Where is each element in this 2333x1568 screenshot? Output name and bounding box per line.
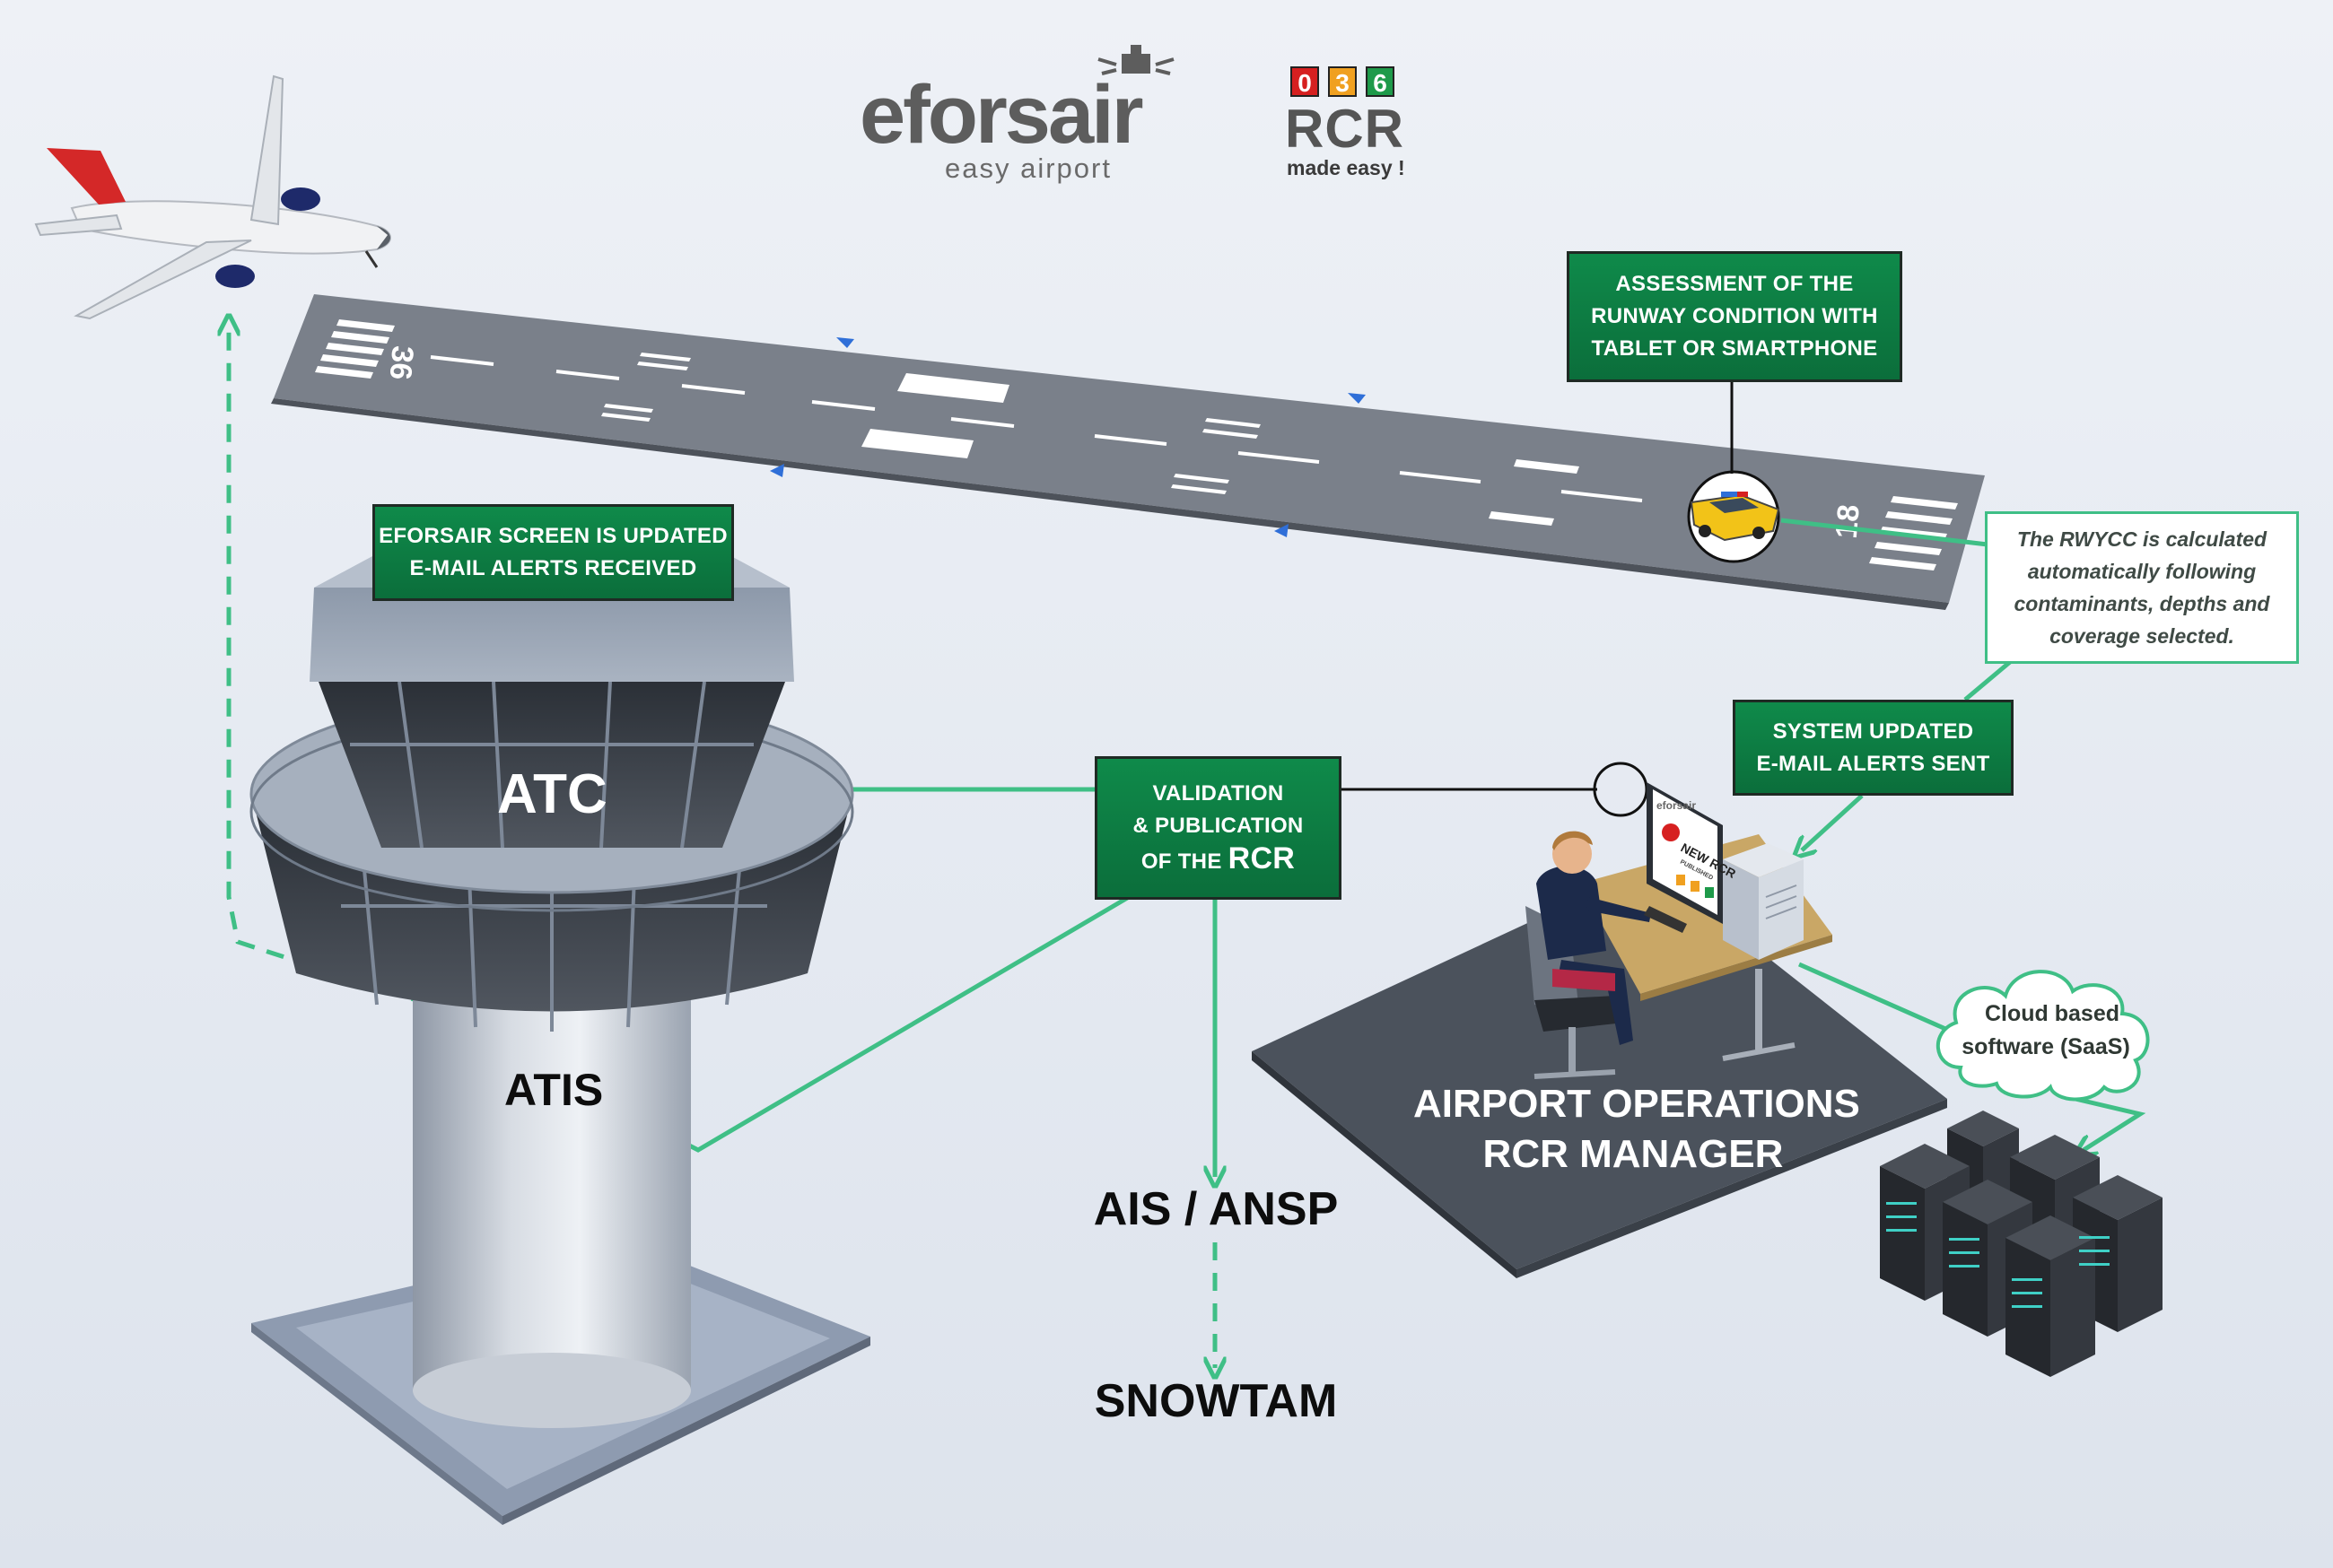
cloud-label-line-2: software (SaaS): [1962, 1034, 2130, 1059]
validation-line-2: & PUBLICATION: [1132, 814, 1304, 838]
control-tower: [249, 549, 870, 1525]
validation-line-3-prefix: OF THE: [1140, 849, 1222, 874]
touchdown-markings: [601, 353, 1579, 526]
runway-designator-right: 18: [1830, 503, 1866, 540]
rcr-digit-0: 0: [1290, 66, 1319, 97]
validation-label: VALIDATION & PUBLICATION OF THE RCR: [1095, 756, 1341, 900]
validation-line-1: VALIDATION: [1152, 781, 1284, 806]
eforsair-logo: eforsair: [860, 69, 1143, 161]
screen-updated-label: EFORSAIR SCREEN IS UPDATED E-MAIL ALERTS…: [372, 504, 734, 601]
rwycc-note-line-3: contaminants, depths and: [2014, 592, 2270, 615]
runway-edge-lights: [770, 337, 1366, 537]
rcr-digit-6: 6: [1366, 66, 1394, 97]
operations-title-line-1: AIRPORT OPERATIONS: [1413, 1082, 1860, 1126]
callout-circle-computer: [1593, 762, 1648, 817]
operations-title-line-2: RCR MANAGER: [1482, 1132, 1784, 1176]
assessment-line-1: ASSESSMENT OF THE: [1615, 272, 1854, 296]
validation-line-3-rcr: RCR: [1228, 841, 1296, 875]
system-updated-line-2: E-MAIL ALERTS SENT: [1756, 751, 1990, 776]
logo-tower-icon: [1097, 45, 1175, 75]
rcr-digit-3: 3: [1328, 66, 1357, 97]
assessment-label: ASSESSMENT OF THE RUNWAY CONDITION WITH …: [1567, 251, 1902, 382]
rwycc-note-line-4: coverage selected.: [2049, 624, 2234, 648]
rwycc-note-line-2: automatically following: [2027, 560, 2257, 583]
screen-updated-line-1: EFORSAIR SCREEN IS UPDATED: [379, 524, 728, 548]
monitor: eforsair NEW RCR PUBLISHED: [1647, 782, 1738, 924]
threshold-markings-left: [315, 319, 395, 379]
system-updated-line-1: SYSTEM UPDATED: [1772, 719, 1974, 744]
runway-centerline: [430, 355, 1643, 502]
atc-label: ATC: [497, 763, 607, 825]
airplane: [34, 74, 391, 320]
atis-label: ATIS: [504, 1065, 604, 1115]
runway: 36 18: [271, 294, 1985, 610]
inspection-car: [1687, 470, 1780, 563]
operations-platform: [1252, 866, 1947, 1278]
ais-ansp-label: AIS / ANSP: [1093, 1183, 1339, 1235]
rwycc-note: The RWYCC is calculated automatically fo…: [1985, 511, 2299, 664]
eforsair-tagline: easy airport: [945, 152, 1112, 184]
screen-updated-line-2: E-MAIL ALERTS RECEIVED: [409, 556, 697, 580]
operator: [1525, 831, 1687, 1079]
rwycc-note-line-1: The RWYCC is calculated: [2016, 527, 2267, 551]
snowtam-label: SNOWTAM: [1094, 1375, 1338, 1427]
validation-line-3: OF THE RCR: [1141, 842, 1295, 878]
server-racks: [1880, 1111, 2163, 1377]
system-updated-label: SYSTEM UPDATED E-MAIL ALERTS SENT: [1733, 700, 2014, 796]
runway-designator-left: 36: [383, 344, 420, 381]
computer-tower: [1723, 843, 1804, 960]
rcr-logo-subtitle: made easy !: [1287, 156, 1405, 179]
rcr-logo-title: RCR: [1285, 99, 1404, 159]
assessment-line-2: RUNWAY CONDITION WITH: [1591, 304, 1878, 328]
assessment-line-3: TABLET OR SMARTPHONE: [1591, 336, 1878, 361]
cloud-shape: [1935, 970, 2150, 1102]
cloud-label-line-1: Cloud based: [1985, 1001, 2120, 1026]
monitor-brand: eforsair: [1656, 799, 1696, 812]
